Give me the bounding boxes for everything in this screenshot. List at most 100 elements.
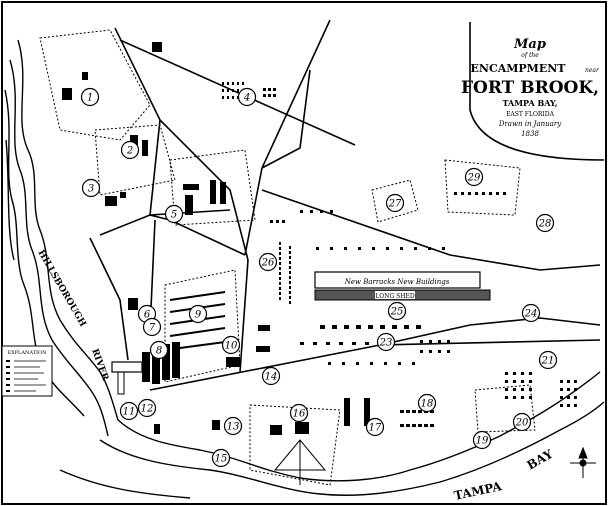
site-number: 26 bbox=[261, 258, 275, 269]
tent bbox=[567, 404, 570, 407]
site-marker-29: 29 bbox=[464, 167, 484, 187]
site-marker-19: 19 bbox=[472, 430, 492, 450]
tent bbox=[429, 340, 432, 343]
tent bbox=[276, 220, 279, 223]
site-marker-5: 5 bbox=[164, 204, 184, 224]
tent bbox=[270, 220, 273, 223]
tent bbox=[339, 342, 343, 345]
title-line-near: near bbox=[585, 67, 600, 74]
tent bbox=[560, 380, 563, 383]
tent bbox=[521, 372, 524, 375]
title-line-fort-brook: FORT BROOK, bbox=[461, 78, 599, 98]
new-barracks-label: New Barracks New Buildings bbox=[344, 278, 450, 286]
enclosures bbox=[39, 29, 536, 486]
tent bbox=[505, 388, 508, 391]
site-number: 10 bbox=[225, 341, 238, 352]
compass-rose bbox=[570, 446, 596, 478]
tent bbox=[489, 192, 492, 195]
buildings bbox=[62, 42, 370, 435]
roads bbox=[89, 19, 601, 391]
tent bbox=[505, 372, 508, 375]
tent bbox=[400, 424, 404, 427]
site-marker-3: 3 bbox=[81, 178, 101, 198]
site-marker-26: 26 bbox=[258, 252, 278, 272]
tent bbox=[237, 82, 239, 85]
site-number: 15 bbox=[215, 454, 228, 465]
tent bbox=[313, 342, 317, 345]
new-barracks-building bbox=[314, 271, 481, 289]
tent bbox=[368, 325, 373, 329]
tent bbox=[574, 404, 577, 407]
tent bbox=[529, 372, 532, 375]
tent bbox=[404, 325, 409, 329]
site-marker-11: 11 bbox=[119, 401, 139, 421]
tent bbox=[482, 192, 485, 195]
site-number: 12 bbox=[141, 404, 154, 415]
tent bbox=[505, 396, 508, 399]
tent bbox=[574, 396, 577, 399]
tent bbox=[227, 89, 229, 92]
site-marker-21: 21 bbox=[538, 350, 558, 370]
tent bbox=[328, 362, 331, 365]
tent bbox=[424, 424, 428, 427]
tent bbox=[513, 372, 516, 375]
tent bbox=[282, 220, 285, 223]
tent bbox=[513, 388, 516, 391]
tent bbox=[273, 88, 276, 91]
site-marker-27: 27 bbox=[385, 193, 405, 213]
site-marker-2: 2 bbox=[120, 140, 140, 160]
tent bbox=[232, 89, 234, 92]
tent bbox=[268, 88, 271, 91]
tent bbox=[418, 410, 422, 413]
tent bbox=[454, 192, 457, 195]
site-marker-25: 25 bbox=[387, 301, 407, 321]
site-marker-17: 17 bbox=[365, 417, 385, 437]
tent bbox=[356, 325, 361, 329]
site-marker-15: 15 bbox=[211, 448, 231, 468]
site-number: 11 bbox=[123, 407, 136, 418]
site-marker-16: 16 bbox=[289, 403, 309, 423]
tent bbox=[505, 380, 508, 383]
tent bbox=[372, 247, 375, 250]
tent bbox=[232, 96, 234, 99]
site-number: 9 bbox=[195, 310, 202, 321]
tent bbox=[227, 82, 229, 85]
site-number: 27 bbox=[388, 199, 402, 210]
tent bbox=[447, 340, 450, 343]
tent bbox=[222, 96, 224, 99]
tent bbox=[352, 342, 356, 345]
tent bbox=[475, 192, 478, 195]
site-number: 2 bbox=[126, 146, 133, 157]
site-number: 25 bbox=[390, 307, 404, 318]
tent-rows bbox=[222, 82, 577, 427]
title-boundary bbox=[469, 22, 605, 161]
tent bbox=[521, 396, 524, 399]
site-number: 19 bbox=[476, 436, 489, 447]
site-marker-24: 24 bbox=[521, 303, 541, 323]
bay-shore bbox=[59, 371, 605, 499]
site-number: 4 bbox=[243, 93, 250, 104]
tent bbox=[242, 82, 244, 85]
tent bbox=[344, 325, 349, 329]
tent bbox=[468, 192, 471, 195]
tent bbox=[386, 247, 389, 250]
long-shed-label: LONG SHED bbox=[375, 293, 415, 300]
tent bbox=[529, 396, 532, 399]
tent bbox=[406, 424, 410, 427]
tent bbox=[300, 342, 304, 345]
tent bbox=[400, 247, 403, 250]
tent bbox=[320, 210, 323, 213]
title-line-east-florida: EAST FLORIDA bbox=[506, 111, 554, 118]
site-marker-9: 9 bbox=[188, 304, 208, 324]
tent bbox=[263, 88, 266, 91]
site-number: 3 bbox=[88, 184, 94, 195]
tent bbox=[370, 362, 373, 365]
tent bbox=[227, 96, 229, 99]
site-number: 6 bbox=[144, 310, 151, 321]
wharf bbox=[111, 361, 143, 373]
tent bbox=[430, 424, 434, 427]
tent bbox=[232, 82, 234, 85]
tent bbox=[326, 342, 330, 345]
